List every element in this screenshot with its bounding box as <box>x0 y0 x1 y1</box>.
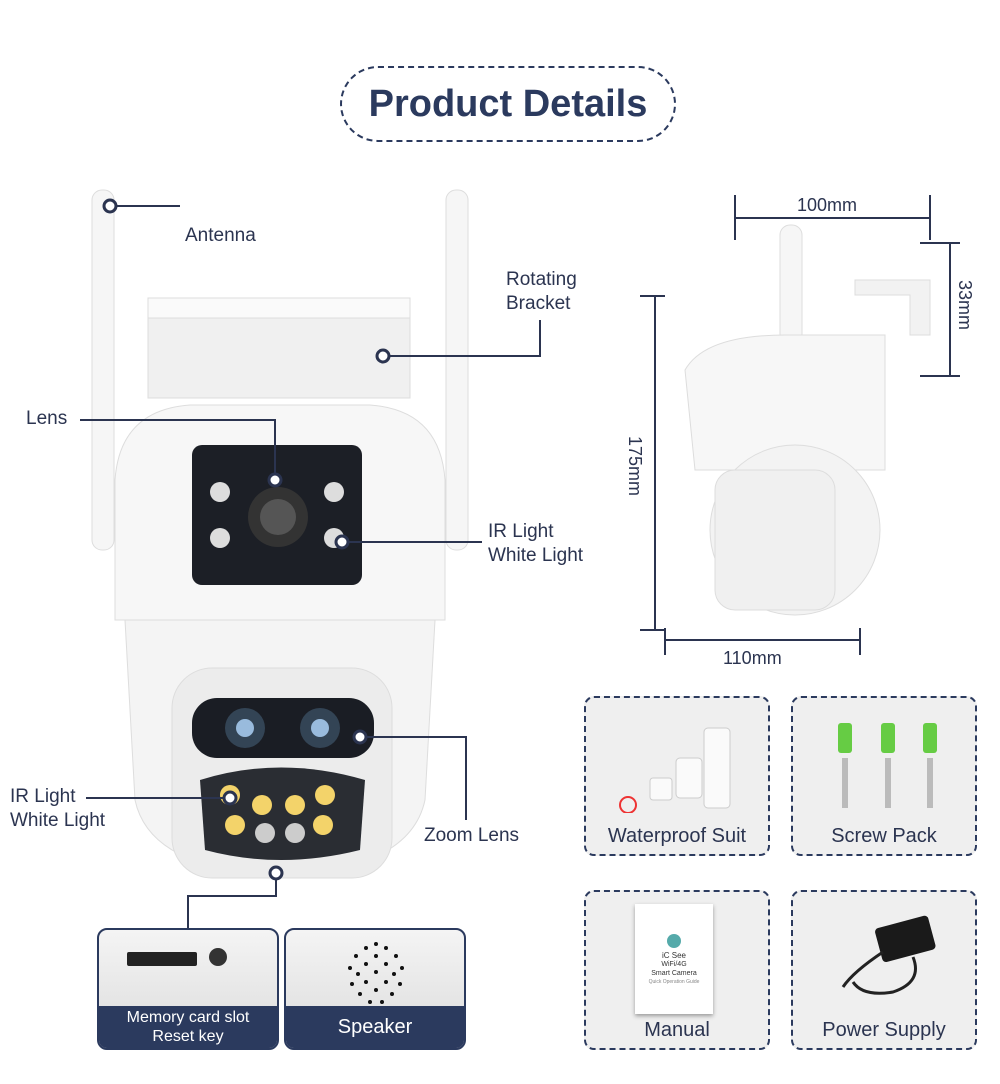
label-bracket: Bracket <box>506 293 571 314</box>
label-white-light-bottom: White Light <box>10 810 106 831</box>
label-antenna: Antenna <box>185 225 256 246</box>
accessory-label: Power Supply <box>822 1019 946 1041</box>
accessory-power-supply: Power Supply <box>791 890 977 1050</box>
manual-brand: iC See <box>661 951 686 960</box>
sd-slot <box>127 952 197 966</box>
label-ir-light-bottom: IR Light <box>10 786 76 807</box>
accessory-manual: iC See WiFi/4G Smart Camera Quick Operat… <box>584 890 770 1050</box>
label-white-light: White Light <box>488 545 584 566</box>
dimension-height: 175mm <box>625 436 645 497</box>
dimension-width-bottom: 110mm <box>723 648 782 668</box>
manual-line: WiFi/4G <box>661 961 687 968</box>
manual-logo-icon <box>667 934 681 948</box>
accessory-label: Screw Pack <box>831 825 937 847</box>
accessory-label: Waterproof Suit <box>607 825 747 847</box>
speaker-label: Speaker <box>337 1015 413 1038</box>
page-title: Product Details <box>340 66 676 142</box>
label-zoom-lens: Zoom Lens <box>424 825 520 846</box>
dimension-width-top: 100mm <box>797 195 858 215</box>
screw-pack-image <box>838 723 937 808</box>
reset-key <box>209 948 227 966</box>
camera-front-image <box>91 189 469 879</box>
label-rotating: Rotating <box>506 269 577 290</box>
power-supply-image <box>841 915 936 995</box>
accessory-label: Manual <box>644 1019 710 1041</box>
camera-side-image <box>684 224 931 616</box>
memory-card-label: Memory card slot <box>126 1009 250 1026</box>
manual-line: Smart Camera <box>651 970 697 977</box>
dimension-bracket: 33mm <box>955 280 975 331</box>
label-ir-light: IR Light <box>488 521 554 542</box>
waterproof-suit-image <box>619 727 731 813</box>
accessory-screw-pack: Screw Pack <box>791 696 977 856</box>
speaker-grille-icon <box>348 942 404 1004</box>
manual-line: Quick Operation Guide <box>648 979 700 985</box>
accessory-waterproof-suit: Waterproof Suit <box>584 696 770 856</box>
speaker-panel: Speaker <box>284 928 466 1050</box>
reset-key-label: Reset key <box>152 1028 224 1045</box>
manual-cover: iC See WiFi/4G Smart Camera Quick Operat… <box>635 904 713 1014</box>
label-lens: Lens <box>26 408 68 429</box>
